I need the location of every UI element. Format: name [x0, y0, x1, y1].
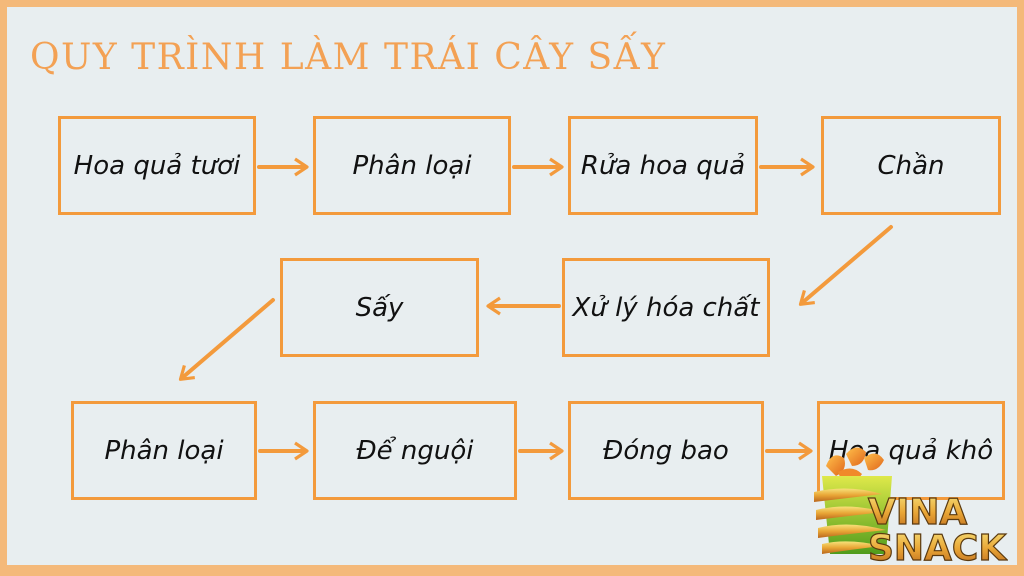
- step-box-blanching: Chần: [821, 116, 1001, 215]
- logo-word-vina: VINA: [868, 492, 967, 533]
- step-box-drying: Sấy: [280, 258, 479, 357]
- logo-word-snack: SNACK: [868, 528, 1007, 566]
- step-box-cooling: Để nguội: [313, 401, 517, 500]
- step-box-sorting-1: Phân loại: [313, 116, 511, 215]
- step-box-chemical-treatment: Xử lý hóa chất: [562, 258, 770, 357]
- slide-panel: QUY TRÌNH LÀM TRÁI CÂY SẤY Hoa quả tươi …: [7, 7, 1017, 565]
- step-box-washing: Rửa hoa quả: [568, 116, 758, 215]
- step-box-packaging: Đóng bao: [568, 401, 764, 500]
- arrow-4: [798, 225, 893, 306]
- step-box-fresh-fruit: Hoa quả tươi: [58, 116, 256, 215]
- page-title: QUY TRÌNH LÀM TRÁI CÂY SẤY: [30, 37, 667, 78]
- flow-arrows: [178, 157, 893, 461]
- arrow-6: [178, 298, 275, 381]
- step-box-sorting-2: Phân loại: [71, 401, 257, 500]
- vinasnack-logo: VINA SNACK: [814, 447, 1008, 566]
